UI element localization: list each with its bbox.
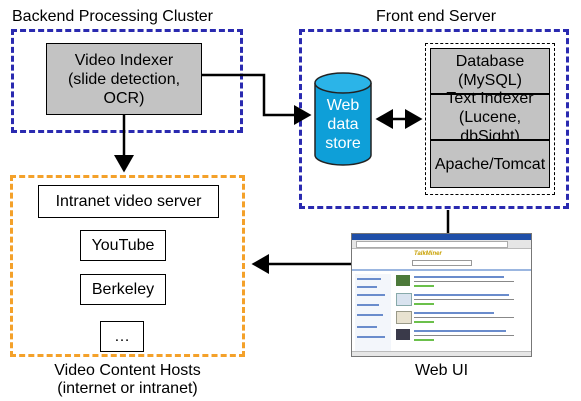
web-data-store-cylinder <box>314 72 372 166</box>
webui-result-tag <box>414 339 434 341</box>
web-ui-caption: Web UI <box>414 362 469 379</box>
hosts-caption-line-2: (internet or intranet) <box>57 380 198 397</box>
webui-results-header <box>352 269 531 271</box>
database-box: Database (MySQL) <box>430 48 550 94</box>
apache-tomcat-label: Apache/Tomcat <box>434 155 546 173</box>
webui-sidebar-line <box>357 286 377 288</box>
webui-sidebar-line <box>357 336 385 338</box>
browser-title-bar <box>352 234 531 240</box>
video-indexer-box: Video Indexer (slide detection, OCR) <box>46 43 202 115</box>
webui-result-line <box>414 312 494 314</box>
webui-search-box <box>412 260 472 266</box>
webui-sidebar-line <box>357 278 381 280</box>
host-berkeley: Berkeley <box>80 274 166 305</box>
web-data-store-line-1: Web <box>326 97 360 114</box>
web-data-store-label: Web data store <box>315 96 371 153</box>
webui-result-tag <box>414 303 434 305</box>
apache-tomcat-box: Apache/Tomcat <box>430 140 550 188</box>
webui-result-thumbnail <box>396 293 412 306</box>
webui-result-line <box>414 281 514 282</box>
webui-result-line <box>414 330 506 332</box>
talkminer-logo: TalkMiner <box>414 251 442 257</box>
video-indexer-line-1: Video Indexer <box>74 51 174 69</box>
video-indexer-line-2: (slide detection, <box>67 70 181 88</box>
webui-result-thumbnail <box>396 329 410 340</box>
browser-status-bar <box>352 351 531 356</box>
webui-result-line <box>414 317 514 318</box>
webui-sidebar-line <box>357 294 385 296</box>
server-stack: Database (MySQL) Text Indexer (Lucene, d… <box>425 43 555 195</box>
webui-result-thumbnail <box>396 275 410 286</box>
hosts-caption-line-1: Video Content Hosts <box>54 362 201 379</box>
host-more: … <box>100 321 144 352</box>
browser-address-bar <box>356 241 508 248</box>
web-ui-screenshot: TalkMiner <box>351 233 532 357</box>
webui-result-tag <box>414 285 434 287</box>
host-intranet-video-server: Intranet video server <box>38 185 219 218</box>
webui-result-line <box>414 276 504 278</box>
indexer-to-datastore-arrow <box>202 73 312 125</box>
video-indexer-line-3: OCR) <box>103 89 145 107</box>
webui-result-thumbnail <box>396 311 412 324</box>
webui-sidebar-line <box>357 314 383 316</box>
web-data-store-line-2: data <box>327 116 359 133</box>
video-content-hosts-caption: Video Content Hosts (internet or intrane… <box>10 362 245 398</box>
host-youtube: YouTube <box>80 230 166 261</box>
backend-cluster-boundary <box>11 29 243 133</box>
webui-sidebar-line <box>357 326 377 328</box>
web-data-store-line-3: store <box>325 135 361 152</box>
webui-result-line <box>414 299 514 300</box>
video-content-hosts-boundary <box>10 175 245 357</box>
webui-result-tag <box>414 321 434 323</box>
database-line-1: Database <box>455 53 525 70</box>
frontend-server-title: Front end Server <box>376 8 497 25</box>
webui-result-line <box>414 335 514 336</box>
backend-cluster-title: Backend Processing Cluster <box>12 8 213 25</box>
text-indexer-line-1: Text Indexer <box>446 89 534 107</box>
webui-result-line <box>414 294 509 296</box>
webui-sidebar-line <box>357 304 379 306</box>
database-line-2: (MySQL) <box>458 72 522 89</box>
